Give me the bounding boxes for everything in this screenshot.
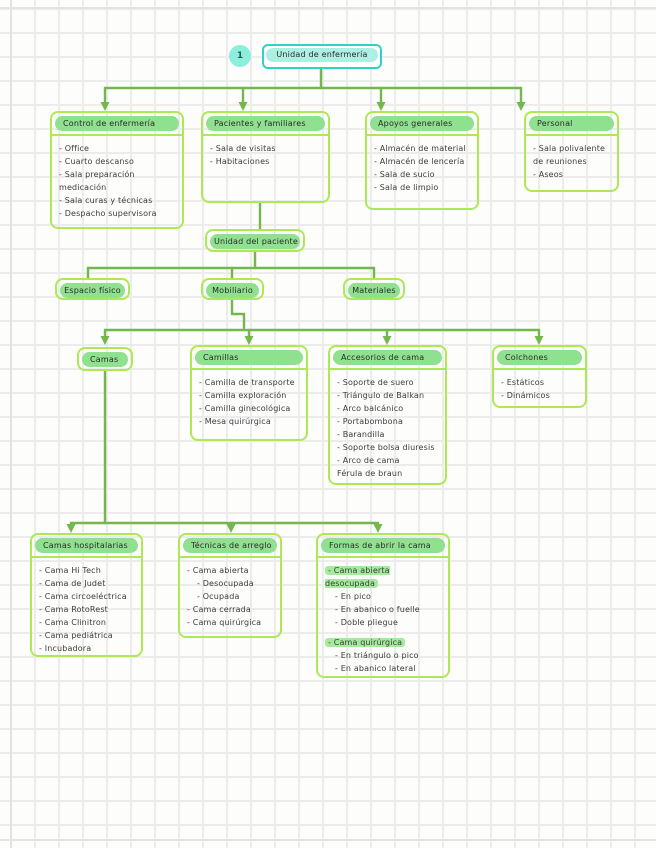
node-items: - Almacén de material - Almacén de lence… <box>367 134 477 198</box>
node-items: - Sala de visitas - Habitaciones <box>203 134 328 172</box>
node-header: Formas de abrir la cama <box>321 538 445 553</box>
node-items: - Soporte de suero - Triángulo de Balkan… <box>330 368 445 483</box>
node-formas-abrir-cama: Formas de abrir la cama - Cama abierta d… <box>316 533 450 678</box>
node-apoyos-generales: Apoyos generales - Almacén de material -… <box>365 111 479 210</box>
node-materiales: Materiales <box>343 278 405 300</box>
page-edge-bottom <box>0 839 656 841</box>
node-header: Espacio físico <box>60 283 125 298</box>
node-header: Apoyos generales <box>370 116 474 131</box>
node-items: - Camilla de transporte - Camilla explor… <box>192 368 306 432</box>
node-items: - Cama Hi Tech - Cama de Judet - Cama ci… <box>32 556 141 655</box>
page-edge-left <box>10 0 12 848</box>
node-header: Mobiliario <box>206 283 259 298</box>
diagram-title: Unidad de enfermería <box>266 48 378 62</box>
node-items: - Cama cerrada - Cama quirúrgica <box>187 605 262 627</box>
node-header: Camillas <box>195 350 303 365</box>
node-accesorios-cama: Accesorios de cama - Soporte de suero - … <box>328 345 447 485</box>
node-camas: Camas <box>77 347 133 371</box>
connector <box>230 297 246 330</box>
node-item-highlighted: - Cama abierta desocupada <box>325 566 390 588</box>
node-header: Técnicas de arreglo <box>183 538 277 553</box>
node-items: - Sala polivalente de reuniones - Aseos <box>526 134 617 185</box>
node-subitems: - Desocupada - Ocupada <box>197 579 254 601</box>
node-item-highlighted: - Cama quirúrgica <box>325 636 444 649</box>
node-items: - Office - Cuarto descanso - Sala prepar… <box>52 134 182 224</box>
node-header: Colchones <box>497 350 582 365</box>
node-personal: Personal - Sala polivalente de reuniones… <box>524 111 619 192</box>
node-items: - Estáticos - Dinámicos <box>494 368 585 406</box>
node-header: Camas hospitalarias <box>35 538 138 553</box>
node-pacientes-familiares: Pacientes y familiares - Sala de visitas… <box>201 111 330 203</box>
node-item: - Cama abierta <box>187 566 249 575</box>
node-subitems: - En triángulo o pico - En abanico later… <box>335 651 419 673</box>
node-mobiliario: Mobiliario <box>201 278 264 300</box>
node-camillas: Camillas - Camilla de transporte - Camil… <box>190 345 308 441</box>
node-header: Unidad del paciente <box>210 234 300 249</box>
node-unidad-paciente: Unidad del paciente <box>205 229 305 252</box>
node-camas-hospitalarias: Camas hospitalarias - Cama Hi Tech - Cam… <box>30 533 143 657</box>
page-number-badge: 1 <box>229 45 251 67</box>
node-control-enfermeria: Control de enfermería - Office - Cuarto … <box>50 111 184 229</box>
page-edge-top <box>0 7 656 9</box>
node-header: Accesorios de cama <box>333 350 442 365</box>
node-header: Camas <box>82 352 128 367</box>
node-espacio-fisico: Espacio físico <box>55 278 130 300</box>
node-header: Pacientes y familiares <box>206 116 325 131</box>
node-subitems: - En pico - En abanico o fuelle - Doble … <box>335 592 420 627</box>
node-tecnicas-arreglo: Técnicas de arreglo - Cama abierta - Des… <box>178 533 282 638</box>
node-unidad-enfermeria: Unidad de enfermería <box>262 44 382 69</box>
node-header: Materiales <box>348 283 400 298</box>
node-colchones: Colchones - Estáticos - Dinámicos <box>492 345 587 408</box>
node-header: Personal <box>529 116 614 131</box>
node-header: Control de enfermería <box>55 116 179 131</box>
